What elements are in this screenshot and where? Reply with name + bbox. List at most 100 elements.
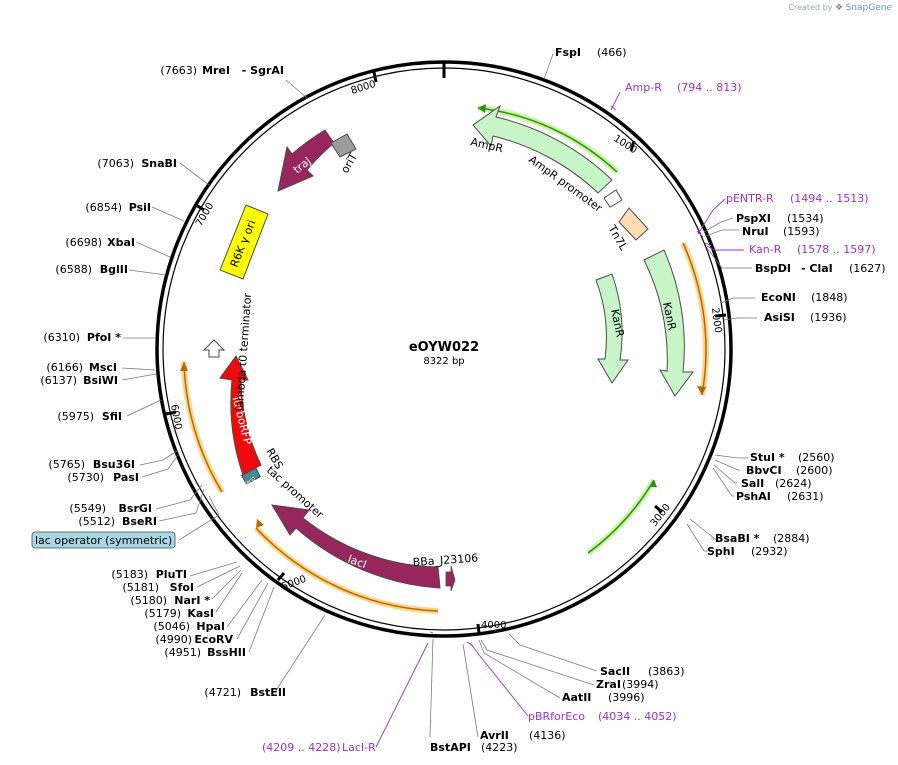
site-name: BglII	[100, 263, 128, 276]
bba-label: BBa_J23106	[412, 551, 478, 569]
site-name: XbaI	[107, 236, 135, 249]
site-pos: (4721)	[204, 686, 241, 699]
site-pos: (5765)	[48, 458, 85, 471]
site-name: SalI	[741, 477, 764, 490]
plasmid-length: 8322 bp	[423, 356, 464, 367]
site-name: AsiSI	[764, 311, 795, 324]
site-pos: (3863)	[648, 665, 685, 678]
primer-range: (1578 .. 1597)	[797, 243, 876, 256]
site-name: BstEII	[250, 686, 286, 699]
site-name: BbvCI	[746, 464, 782, 477]
site-pos: (7063)	[97, 157, 134, 170]
site-pos: (4990)	[155, 633, 192, 646]
orit-feature[interactable]: oriT	[330, 133, 360, 176]
site-name: StuI *	[750, 451, 785, 464]
credit-prefix: Created by	[788, 3, 833, 12]
site-pos: (466)	[597, 46, 627, 59]
site-pos: (5512)	[78, 515, 115, 528]
site-name: PspXI	[736, 212, 771, 225]
rbs-label: RBS	[263, 446, 285, 472]
site-name: BsrGI	[119, 502, 152, 515]
site-pos: (2631)	[787, 490, 824, 503]
primer-range: (4034 .. 4052)	[598, 710, 677, 723]
site-pos: (6588)	[55, 263, 92, 276]
site-name: ZraI	[596, 678, 621, 691]
site-pos: (6698)	[65, 236, 102, 249]
site-labels-left: (7663) MreI - SgrAI (7063) SnaBI (6854) …	[40, 64, 286, 699]
site-pos: (6137)	[40, 374, 77, 387]
site-name: BsaBI *	[715, 532, 760, 545]
primer-range: (1494 .. 1513)	[790, 192, 869, 205]
site-pos: (1534)	[787, 212, 824, 225]
bba-feature[interactable]: BBa_J23106	[412, 551, 479, 592]
site-name: PsiI	[129, 201, 151, 214]
laci-feature[interactable]: lacI	[271, 504, 441, 589]
plasmid-name: eOYW022	[409, 340, 479, 355]
laci-label: lacI	[346, 553, 368, 572]
site-name: AatII	[562, 691, 591, 704]
site-name: MreI	[202, 64, 230, 77]
site-name: PfoI *	[87, 331, 121, 344]
snapgene-credit: Created by ❖ SnapGene	[788, 3, 892, 13]
primer-name: LacI-R	[342, 741, 376, 754]
r6k-ori-feature[interactable]: R6K γ ori	[219, 204, 269, 280]
site-name: FspI	[555, 46, 581, 59]
site-pos: (6310)	[43, 331, 80, 344]
primer-name: Amp-R	[625, 81, 662, 94]
site-name: Bsu36I	[93, 458, 135, 471]
kanr-inner-feature[interactable]: KanR	[595, 273, 629, 384]
ampr-promoter-arrow	[603, 189, 623, 208]
highlight-arrowheads	[180, 104, 706, 528]
site-name: PasI	[113, 471, 139, 484]
site-pos: (2932)	[751, 545, 788, 558]
site-pos: (5181)	[122, 581, 159, 594]
site-name: BsiWI	[83, 374, 118, 387]
site-name: NarI *	[174, 594, 210, 607]
site-pos: (6166)	[46, 361, 83, 374]
lac-operator-label-box[interactable]: lac operator (symmetric)	[31, 531, 176, 549]
lac-operator-label: lac operator (symmetric)	[35, 534, 172, 547]
primer-labels: Amp-R (794 .. 813) pENTR-R (1494 .. 1513…	[262, 81, 876, 754]
site-pos: (5180)	[130, 594, 167, 607]
tick-label: 2000	[709, 307, 723, 334]
site-name: SfiI	[102, 410, 122, 423]
tick-label: 4000	[481, 620, 506, 631]
tick-label: 8000	[350, 79, 378, 97]
site-pos: (1848)	[811, 291, 848, 304]
site-pos: (3996)	[608, 691, 645, 704]
lambda-terminator-arrow	[202, 339, 226, 358]
primer-name: Kan-R	[749, 243, 782, 256]
site-pos: (1593)	[783, 225, 820, 238]
site-pos: (6854)	[85, 201, 122, 214]
ampr-label: AmpR	[469, 135, 504, 155]
tick-label: 5000	[280, 574, 308, 593]
site-name: SnaBI	[141, 157, 177, 170]
site-name: EcoNI	[761, 291, 796, 304]
snapgene-logo-icon: ❖	[834, 3, 844, 13]
site-name: AvrII	[480, 729, 509, 742]
site-pos: (5179)	[144, 607, 181, 620]
site-pos: (1627)	[849, 262, 886, 275]
site-labels-right: FspI (466) PspXI (1534) NruI (1593) BspD…	[430, 46, 886, 754]
site-pos: (5183)	[111, 568, 148, 581]
site-name: BspDI	[755, 262, 791, 275]
site-pos: (5549)	[69, 502, 106, 515]
tn7l-feature[interactable]: Tn7L	[605, 207, 649, 253]
site-name: EcoRV	[194, 633, 233, 646]
site-name: BstAPI	[430, 741, 471, 754]
site-leaders	[121, 53, 757, 738]
primer-name: pENTR-R	[726, 192, 774, 205]
site-pos: (4223)	[481, 741, 518, 754]
lac-operator-tiny-label: lacO	[244, 476, 257, 487]
site-pos: (2600)	[796, 464, 833, 477]
kanr-inner-label: KanR	[608, 308, 627, 339]
traj-feature[interactable]: traJ	[277, 129, 335, 192]
site-pos: (4951)	[164, 646, 201, 659]
kanr-outer-feature[interactable]: KanR	[643, 249, 694, 397]
site-name: PshAI	[736, 490, 771, 503]
primer-name: pBRforEco	[528, 710, 585, 723]
site-extra: - ClaI	[801, 262, 833, 275]
site-pos: (3994)	[622, 678, 659, 691]
site-name: SacII	[600, 665, 630, 678]
